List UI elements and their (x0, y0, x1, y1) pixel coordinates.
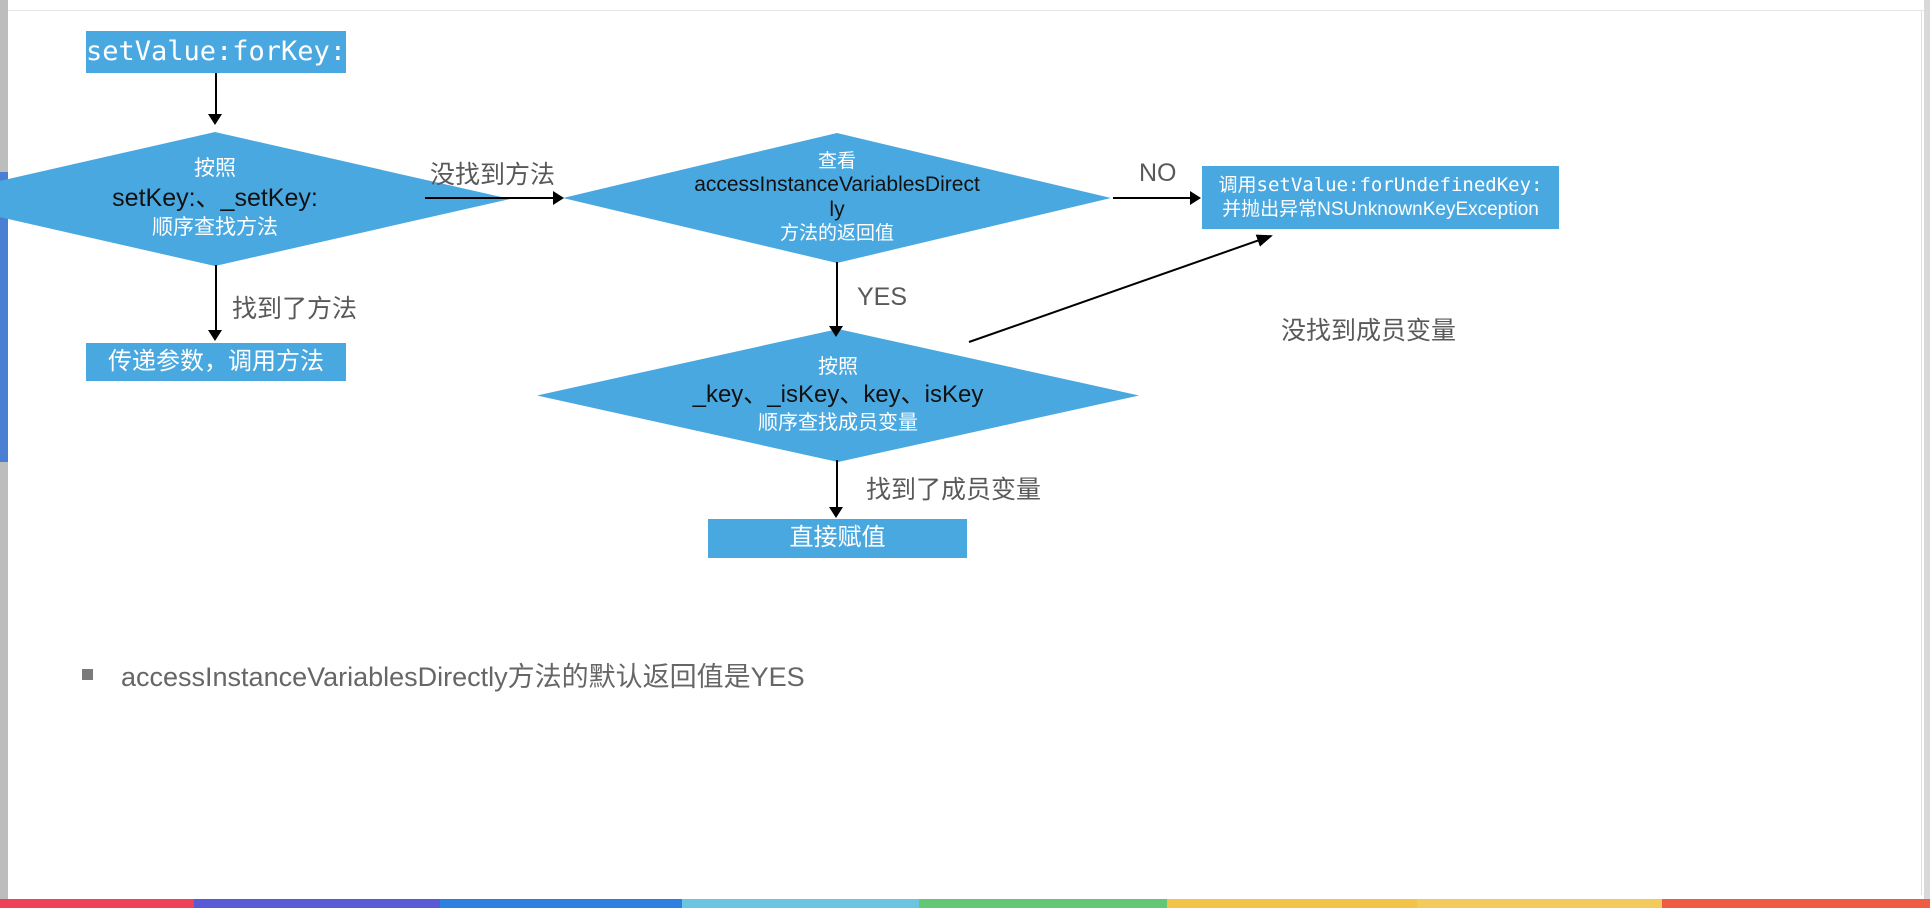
edge-find-setter-to-call-method-arrowhead (208, 330, 222, 341)
node-find-ivar-line-3: 顺序查找成员变量 (758, 411, 918, 434)
node-assign-line-1: 直接赋值 (789, 524, 886, 552)
node-undefined-key[interactable]: 调用setValue:forUndefinedKey: 并抛出异常NSUnkno… (1202, 166, 1559, 229)
right-scrollbar-track[interactable] (1924, 0, 1930, 908)
edge-find-setter-to-call-method (215, 265, 217, 333)
rainbow-segment-0 (0, 899, 194, 908)
node-start[interactable]: setValue:forKey: (86, 31, 346, 73)
edge-check-accessor-to-undefined-key-arrowhead (1190, 191, 1201, 205)
left-scrollbar-track[interactable] (0, 0, 8, 908)
node-find-ivar-line-1: 按照 (818, 355, 858, 378)
node-find-ivar-line-2: _key、_isKey、key、isKey (692, 381, 984, 409)
node-call-method[interactable]: 传递参数，调用方法 (86, 343, 346, 381)
edge-label-no: NO (1139, 159, 1177, 187)
node-check-accessor-line-2: accessInstanceVariablesDirect (694, 173, 980, 197)
node-find-setter-line-3: 顺序查找方法 (152, 215, 278, 239)
left-scrollbar-thumb[interactable] (0, 172, 8, 462)
edge-find-ivar-to-undefined-key-line (968, 234, 1273, 343)
edge-start-to-find-setter (215, 73, 217, 118)
top-divider (8, 10, 1930, 11)
slide-canvas (8, 11, 1922, 895)
node-call-method-line-1: 传递参数，调用方法 (108, 347, 324, 375)
rainbow-segment-5 (1167, 899, 1417, 908)
node-check-accessor-line-1: 查看 (817, 150, 856, 172)
node-start-line-1: setValue:forKey: (85, 36, 347, 68)
edge-check-accessor-to-find-ivar (836, 262, 838, 330)
node-find-setter-line-1: 按照 (194, 157, 236, 181)
edge-find-setter-to-check-accessor (425, 197, 556, 199)
edge-label-found-method: 找到了方法 (232, 295, 358, 323)
rainbow-segment-2 (440, 899, 682, 908)
edge-start-to-find-setter-arrowhead (208, 114, 222, 125)
rainbow-segment-3 (682, 899, 919, 908)
rainbow-segment-6 (1417, 899, 1662, 908)
edge-find-setter-to-check-accessor-arrowhead (553, 191, 564, 205)
edge-label-found-ivar: 找到了成员变量 (866, 476, 1042, 504)
edge-find-ivar-to-assign-arrowhead (829, 507, 843, 518)
rainbow-strip (0, 899, 1930, 908)
rainbow-segment-7 (1662, 899, 1930, 908)
node-check-accessor-line-3: ly (829, 198, 845, 221)
edge-find-ivar-to-undefined-key (968, 234, 1273, 343)
edge-label-not-found-ivar: 没找到成员变量 (1281, 317, 1457, 345)
node-check-accessor-line-4: 方法的返回值 (779, 222, 894, 244)
note-bullet-row: accessInstanceVariablesDirectly方法的默认返回值是… (82, 655, 805, 694)
note-text: accessInstanceVariablesDirectly方法的默认返回值是… (121, 662, 805, 692)
edge-check-accessor-to-find-ivar-arrowhead (829, 326, 843, 337)
edge-label-yes: YES (857, 283, 908, 311)
node-find-setter-line-2: setKey:、_setKey: (112, 184, 318, 213)
node-assign[interactable]: 直接赋值 (708, 519, 967, 558)
node-undefined-key-line-2: 并抛出异常NSUnknownKeyException (1222, 199, 1539, 220)
edge-label-not-found-method: 没找到方法 (430, 161, 556, 189)
node-undefined-key-line-1: 调用setValue:forUndefinedKey: (1218, 173, 1543, 196)
rainbow-segment-4 (919, 899, 1167, 908)
edge-check-accessor-to-undefined-key (1113, 197, 1193, 199)
rainbow-segment-1 (194, 899, 440, 908)
edge-find-ivar-to-assign (836, 460, 838, 511)
bullet-square-icon (82, 669, 93, 680)
